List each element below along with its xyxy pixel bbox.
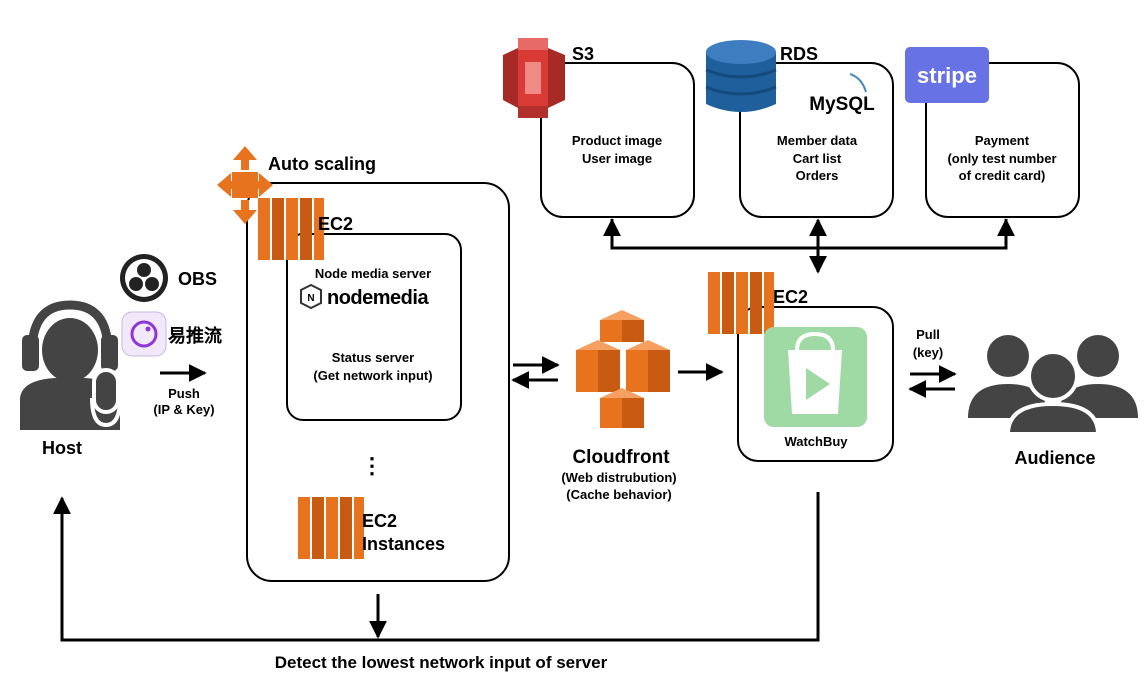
node-media-server-label: Node media server xyxy=(315,266,431,281)
rds-database-icon xyxy=(705,40,777,112)
mysql-logo-text: MySQL xyxy=(809,94,875,115)
stripe-line-2: (only test number xyxy=(947,151,1056,166)
yituiliu-icon xyxy=(121,311,167,357)
rds-box xyxy=(739,62,894,218)
audience-icon xyxy=(968,335,1138,436)
watchbuy-label: WatchBuy xyxy=(784,434,848,449)
ec2-node-box xyxy=(286,233,462,421)
cloudfront-detail-1: (Web distrubution) xyxy=(561,470,676,485)
stripe-line-1: Payment xyxy=(975,133,1030,148)
s3-box xyxy=(540,62,695,218)
watchbuy-logo-icon xyxy=(764,327,867,427)
yituiliu-label: 易推流 xyxy=(168,325,222,346)
stripe-logo-icon xyxy=(905,47,989,103)
status-server-detail: (Get network input) xyxy=(313,368,432,383)
pull-detail: (key) xyxy=(913,345,943,360)
s3-line-2: User image xyxy=(582,151,652,166)
services-connector xyxy=(603,218,1015,274)
push-label: Push xyxy=(168,386,200,401)
obs-icon xyxy=(120,254,168,302)
cloudfront-icon xyxy=(576,310,670,428)
watchbuy-ec2-label: EC2 xyxy=(773,287,808,307)
ec2-icon xyxy=(258,198,324,260)
s3-label: S3 xyxy=(572,44,594,64)
svg-text:N: N xyxy=(307,293,314,304)
rds-line-1: Member data xyxy=(777,133,858,148)
ec2-instances-label-2: Instances xyxy=(362,534,445,554)
s3-icon xyxy=(503,38,565,118)
footer-label: Detect the lowest network input of serve… xyxy=(275,653,608,672)
more-instances-ellipsis: ⋮ xyxy=(361,453,383,478)
feedback-loop xyxy=(53,492,820,642)
autoscaling-label: Auto scaling xyxy=(268,154,376,174)
status-server-label: Status server xyxy=(332,350,414,365)
stripe-logo-text: stripe xyxy=(917,63,977,88)
stripe-line-3: of credit card) xyxy=(959,168,1046,183)
nodemedia-logo-icon: N xyxy=(300,283,322,310)
pull-label: Pull xyxy=(916,327,940,342)
rds-label: RDS xyxy=(780,44,818,64)
host-icon xyxy=(20,300,122,430)
ec2-instances-label-1: EC2 xyxy=(362,511,397,531)
watchbuy-ec2-icon xyxy=(708,272,774,334)
nodemedia-logo-text: nodemedia xyxy=(327,287,429,309)
cloudfront-detail-2: (Cache behavior) xyxy=(566,487,671,502)
autoscaling-icon xyxy=(217,146,273,224)
cloudfront-label: Cloudfront xyxy=(572,447,670,468)
rds-line-2: Cart list xyxy=(793,151,842,166)
ec2-instances-icon xyxy=(298,497,364,559)
rds-line-3: Orders xyxy=(796,168,839,183)
host-label: Host xyxy=(42,438,82,458)
mysql-dolphin-icon xyxy=(849,73,867,93)
audience-label: Audience xyxy=(1014,448,1095,468)
push-detail: (IP & Key) xyxy=(153,402,214,417)
obs-label: OBS xyxy=(178,269,217,289)
s3-line-1: Product image xyxy=(572,133,662,148)
ec2-label: EC2 xyxy=(318,214,353,234)
